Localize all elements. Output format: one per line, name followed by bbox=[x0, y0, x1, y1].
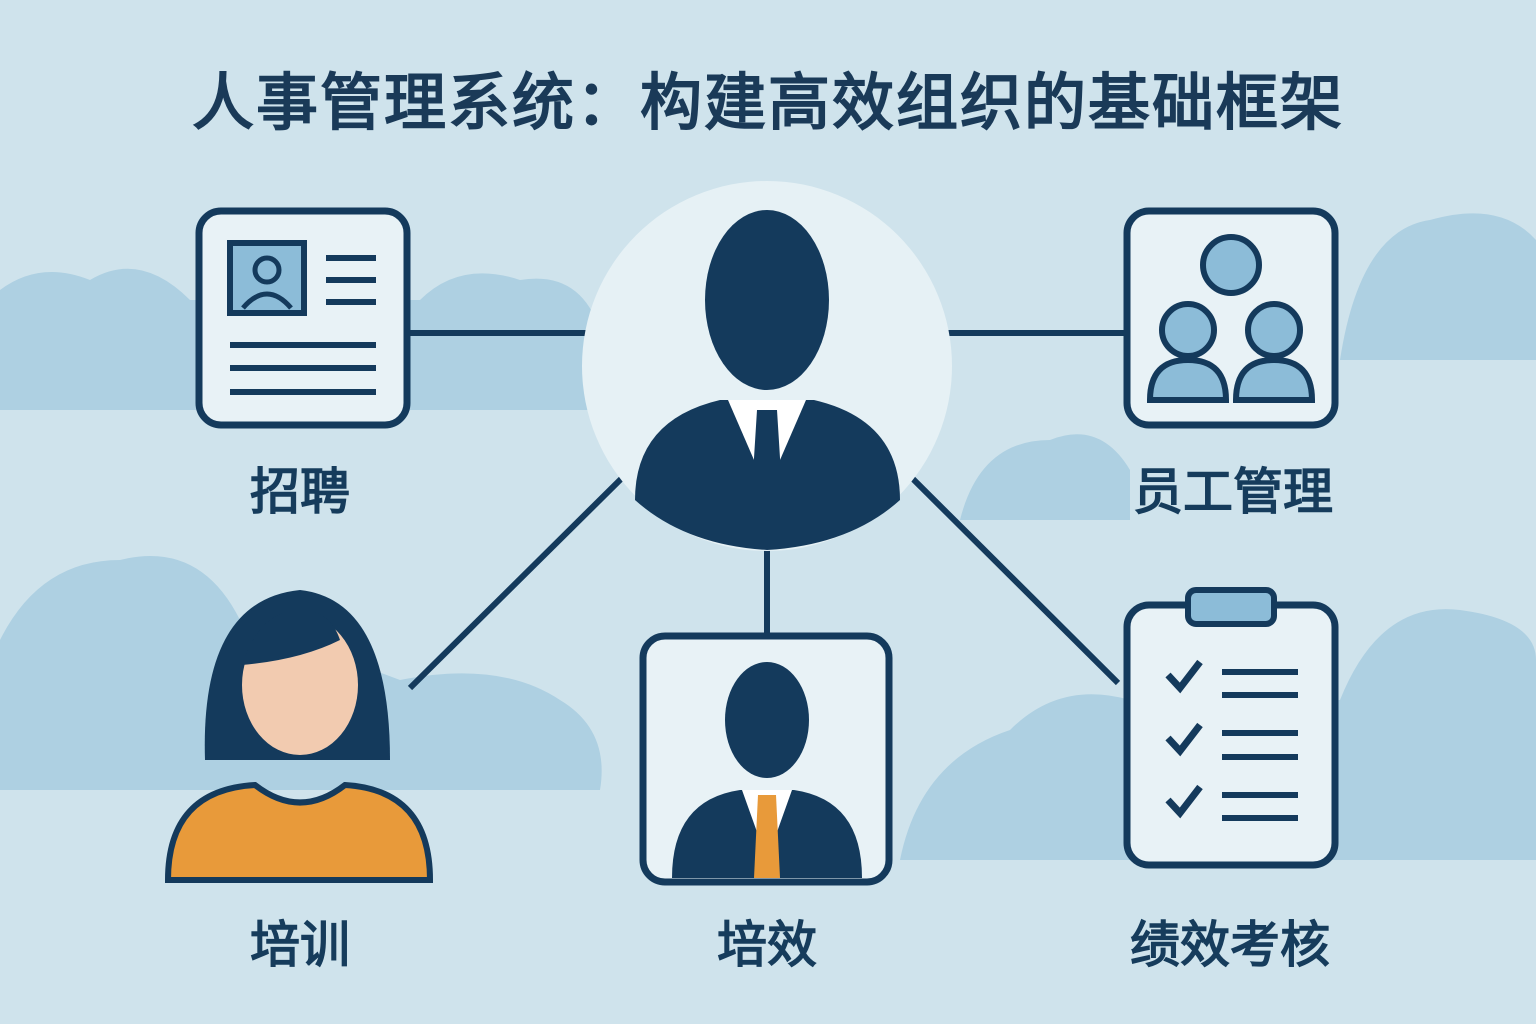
label-performance-center: 培效 bbox=[717, 916, 817, 974]
central-manager-icon bbox=[582, 181, 952, 551]
connector-lines bbox=[407, 330, 1125, 691]
performance-person-icon bbox=[639, 632, 893, 886]
training-woman-icon bbox=[164, 590, 434, 883]
performance-clipboard-icon bbox=[1123, 587, 1339, 869]
employee-group-icon bbox=[1123, 207, 1339, 429]
label-recruitment: 招聘 bbox=[250, 463, 350, 521]
page-title: 人事管理系统：构建高效组织的基础框架 bbox=[191, 66, 1344, 139]
label-employee-management: 员工管理 bbox=[1133, 463, 1333, 521]
label-performance-review: 绩效考核 bbox=[1130, 916, 1330, 974]
label-training: 培训 bbox=[250, 916, 350, 974]
recruitment-resume-icon bbox=[195, 207, 411, 429]
